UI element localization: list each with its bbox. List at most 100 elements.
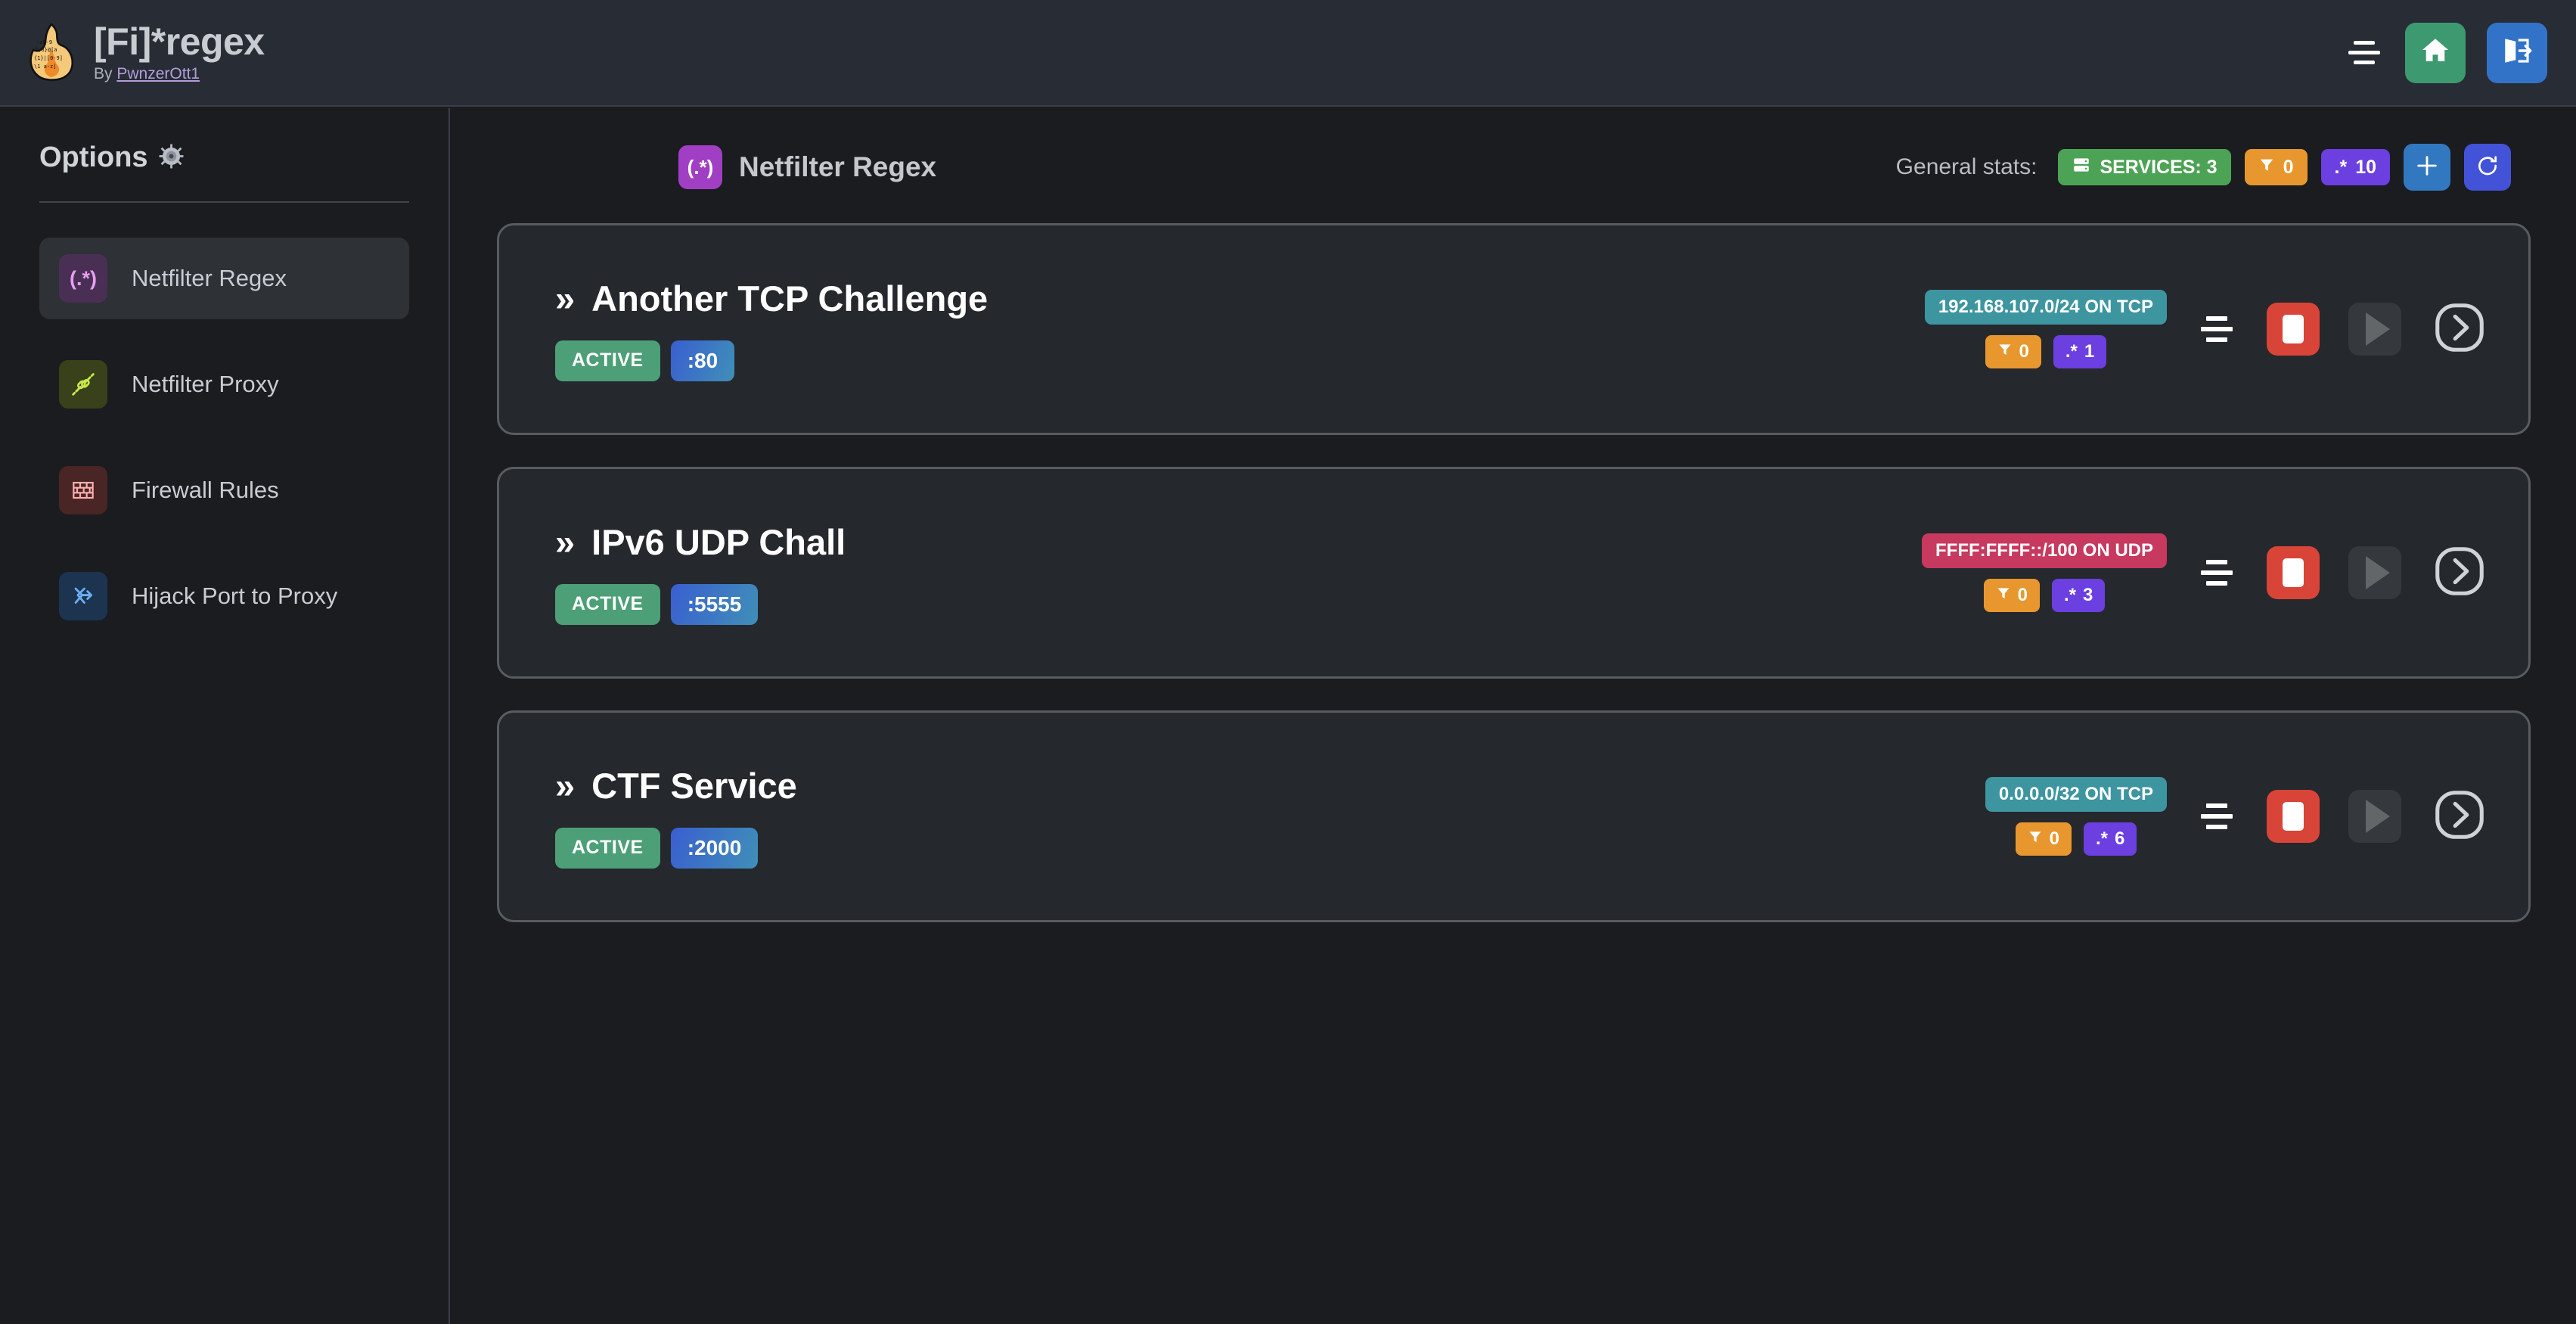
chevron-right-icon [2430,785,2489,848]
sidebar-item-label: Netfilter Regex [132,265,287,291]
align-center-icon[interactable] [2196,312,2238,347]
sidebar-item-netfilter-regex[interactable]: (.*) Netfilter Regex [39,238,409,319]
service-network-info: 192.168.107.0/24 ON TCP 0 .* 1 [1924,290,2167,368]
stop-service-button[interactable] [2267,790,2320,843]
status-badge: ACTIVE [555,827,660,869]
app-header: -z0-9 2,0}@[a {1}|[0-9] \1 a-z] [Fi]*reg… [0,0,2576,107]
plus-icon [2414,153,2440,182]
regex-badge: .* 1 [2053,335,2107,368]
regex-badge: .* 6 [2083,822,2137,856]
service-card[interactable]: » CTF Service ACTIVE :2000 0.0.0.0/32 ON… [497,710,2531,922]
double-chevron-icon: » [555,521,576,562]
network-badge: 192.168.107.0/24 ON TCP [1924,290,2167,325]
filters-badge: 0 [2015,822,2072,856]
sidebar: Options (.*) Netfilter Regex [0,108,450,1324]
service-actions: 0.0.0.0/32 ON TCP 0 .* 6 [1985,777,2489,856]
service-badges: ACTIVE :2000 [555,827,797,869]
play-icon [2365,556,2390,589]
fork-arrow-icon [59,572,107,620]
network-badge: 0.0.0.0/32 ON TCP [1985,777,2167,812]
service-list: » Another TCP Challenge ACTIVE :80 192.1… [497,223,2531,922]
service-card[interactable]: » Another TCP Challenge ACTIVE :80 192.1… [497,223,2531,435]
hamburger-icon[interactable] [2345,38,2384,68]
stop-icon [2283,558,2304,587]
filter-icon [1996,585,2011,606]
service-network-info: FFFF:FFFF::/100 ON UDP 0 .* 3 [1922,533,2167,612]
filters-count-label: 0 [2283,156,2294,178]
stop-icon [2283,315,2304,343]
service-badges: ACTIVE :80 [555,340,988,381]
service-counters: 0 .* 3 [1983,579,2106,612]
play-icon [2365,800,2390,833]
home-icon [2419,35,2451,70]
header-actions [2345,22,2576,83]
sidebar-item-hijack-port-to-proxy[interactable]: Hijack Port to Proxy [39,555,409,637]
refresh-icon [2475,154,2500,182]
align-center-icon[interactable] [2196,555,2238,590]
add-service-button[interactable] [2404,144,2450,191]
stop-service-button[interactable] [2267,546,2320,599]
regex-icon: (.*) [678,145,722,189]
service-info: » CTF Service ACTIVE :2000 [555,765,797,869]
service-badges: ACTIVE :5555 [555,583,846,625]
gear-icon [159,144,184,172]
status-badge-filters: 0 [2244,149,2308,185]
service-card[interactable]: » IPv6 UDP Chall ACTIVE :5555 FFFF:FFFF:… [497,467,2531,679]
brand: -z0-9 2,0}@[a {1}|[0-9] \1 a-z] [Fi]*reg… [0,22,265,83]
stop-service-button[interactable] [2267,303,2320,356]
start-service-button[interactable] [2348,790,2401,843]
service-name: IPv6 UDP Chall [591,521,846,562]
sidebar-item-netfilter-proxy[interactable]: Netfilter Proxy [39,343,409,425]
page-title: Netfilter Regex [739,151,937,182]
port-badge: :80 [670,340,735,381]
brand-text: [Fi]*regex By PwnzerOtt1 [94,22,265,83]
sidebar-item-firewall-rules[interactable]: Firewall Rules [39,449,409,531]
service-details-button[interactable] [2430,787,2489,846]
regex-badge: .* 3 [2052,579,2106,612]
filter-icon [2258,157,2275,179]
filter-icon [2028,828,2043,850]
service-name: CTF Service [591,765,797,806]
link-icon [59,360,107,409]
app-title: [Fi]*regex [94,20,265,64]
play-icon [2365,312,2390,346]
start-service-button[interactable] [2348,546,2401,599]
main-toolbar: (.*) Netfilter Regex General stats: SERV… [497,138,2531,196]
start-service-button[interactable] [2348,303,2401,356]
align-center-icon[interactable] [2196,799,2238,834]
svg-text:-z0-9: -z0-9 [36,39,52,45]
service-title: » Another TCP Challenge [555,278,988,319]
refresh-button[interactable] [2464,144,2511,191]
service-counters: 0 .* 6 [2015,822,2137,856]
service-title: » IPv6 UDP Chall [555,521,846,563]
service-counters: 0 .* 1 [1985,335,2107,368]
logout-icon [2501,35,2533,70]
sidebar-title-label: Options [39,141,148,173]
service-details-button[interactable] [2430,543,2489,602]
filters-count-label: 0 [2017,585,2028,605]
port-badge: :5555 [670,583,759,625]
sidebar-item-label: Hijack Port to Proxy [132,583,338,609]
status-badge: ACTIVE [555,340,660,381]
status-badge-regex: .* 10 [2320,149,2390,185]
filter-icon [1997,341,2013,362]
regex-icon: (.*) [59,254,107,303]
author-link[interactable]: PwnzerOtt1 [116,64,200,82]
regex-icon: .* [2334,156,2348,178]
regex-icon: .* [2095,828,2108,849]
sidebar-item-label: Firewall Rules [132,477,279,503]
status-badge-services: SERVICES: 3 [2058,149,2231,185]
general-stats-label: General stats: [1895,154,2038,179]
double-chevron-icon: » [555,278,576,319]
service-details-button[interactable] [2430,300,2489,359]
filters-count-label: 0 [2019,341,2029,362]
brick-wall-icon [59,466,107,514]
sidebar-divider [39,201,409,203]
regex-count-label: 1 [2084,341,2095,362]
home-button[interactable] [2405,22,2466,83]
logout-button[interactable] [2487,22,2547,83]
port-badge: :2000 [670,827,759,869]
service-name: Another TCP Challenge [591,278,989,319]
svg-text:{1}|[0-9]: {1}|[0-9] [34,55,63,61]
chevron-right-icon [2430,542,2489,605]
